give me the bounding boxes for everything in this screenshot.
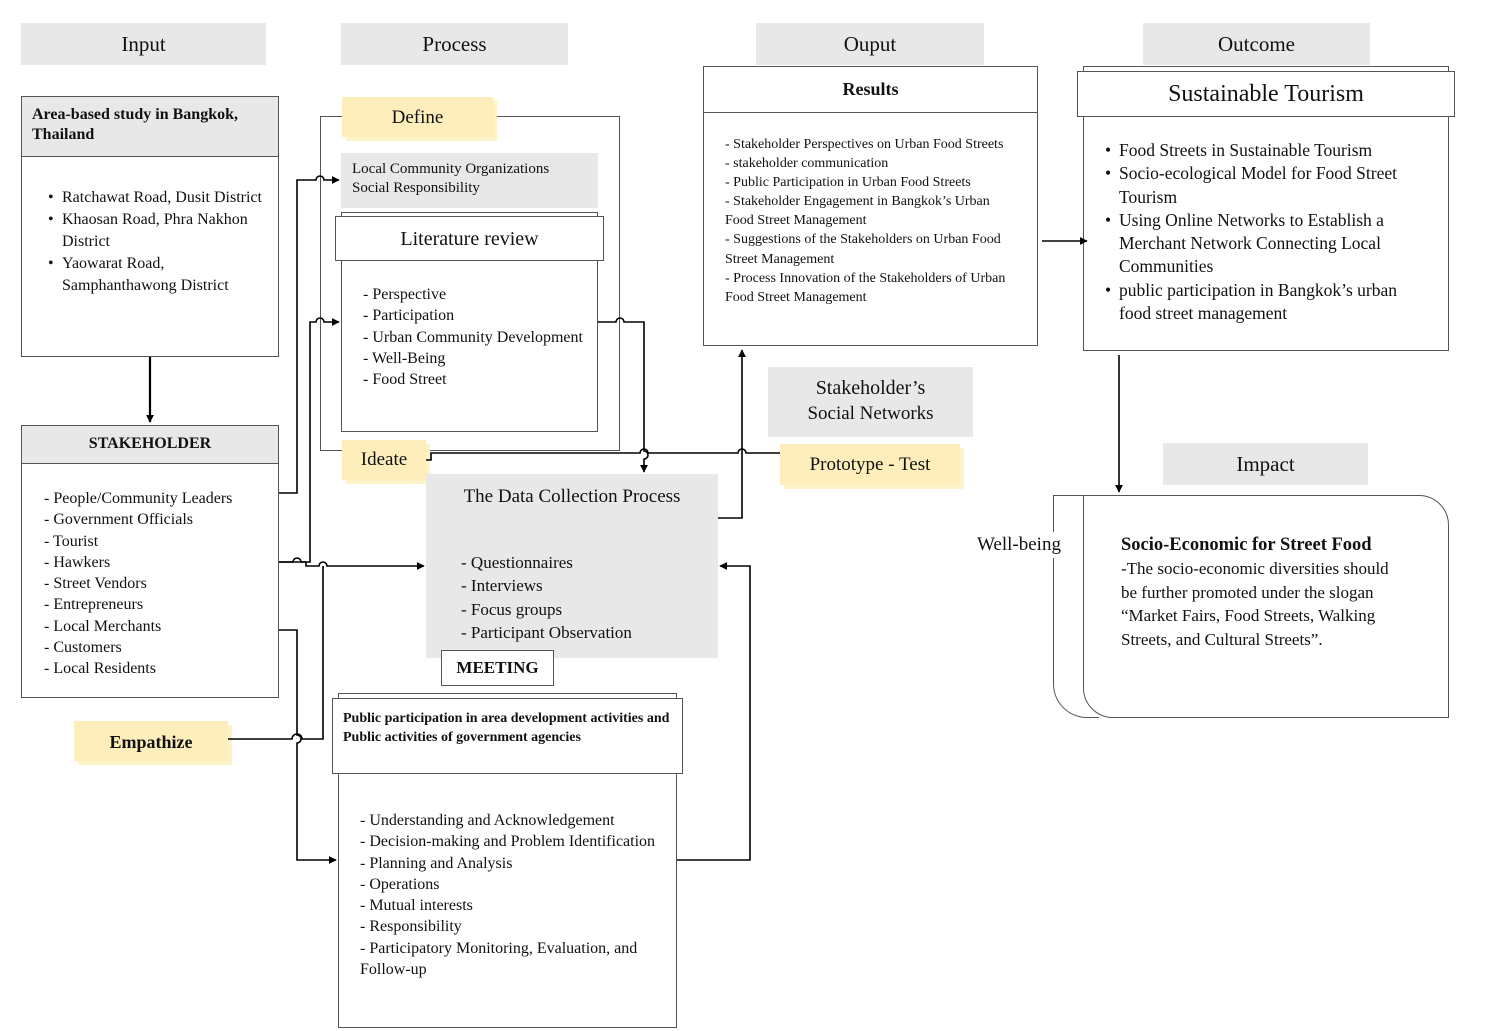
results-list: - Stakeholder Perspectives on Urban Food…	[704, 113, 1037, 307]
impact-title: Socio-Economic for Street Food	[1121, 535, 1372, 555]
area-item: Ratchawat Road, Dusit District	[48, 187, 266, 209]
meeting-item: - Planning and Analysis	[360, 854, 513, 872]
meeting-list: - Understanding and Acknowledgement - De…	[360, 810, 660, 980]
header-output: Ouput	[756, 23, 984, 65]
local-community-line: Local Community Organizations	[352, 161, 550, 177]
literature-title: Literature review	[335, 216, 604, 261]
stakeholder-item: - Local Residents	[44, 660, 156, 678]
data-collection-item: - Questionnaires	[461, 553, 573, 572]
header-impact: Impact	[1163, 443, 1368, 485]
local-community-line: Social Responsibility	[352, 180, 480, 196]
area-item: Yaowarat Road, Samphanthawong District	[48, 253, 266, 297]
stakeholder-item: - Street Vendors	[44, 575, 147, 593]
data-collection-box: The Data Collection Process - Questionna…	[426, 474, 718, 658]
stakeholder-item: - Government Officials	[44, 511, 193, 529]
results-item: - Process Innovation of the Stakeholders…	[725, 270, 1006, 305]
literature-item: - Participation	[363, 307, 455, 325]
sustainable-item: Food Streets in Sustainable Tourism	[1105, 139, 1430, 163]
empathize-label: Empathize	[74, 721, 228, 761]
literature-item: - Well-Being	[363, 349, 446, 367]
results-item: - Stakeholder Perspectives on Urban Food…	[725, 137, 1004, 152]
impact-text: -The socio-economic diversities should b…	[1121, 559, 1389, 649]
results-item: - stakeholder communication	[725, 156, 889, 172]
header-input: Input	[21, 23, 266, 65]
stakeholder-item: - People/Community Leaders	[44, 490, 233, 507]
connector-stakeholder-to-data-collection	[279, 561, 425, 570]
stakeholder-item: - Hawkers	[44, 553, 111, 571]
sustainable-list: Food Streets in Sustainable Tourism Soci…	[1105, 139, 1430, 325]
stakeholder-item: - Customers	[44, 639, 122, 657]
stakeholder-title: STAKEHOLDER	[22, 426, 278, 464]
meeting-title: Public participation in area development…	[332, 698, 683, 774]
results-item: - Stakeholder Engagement in Bangkok’s Ur…	[725, 194, 990, 229]
meeting-item: - Decision-making and Problem Identifica…	[360, 833, 656, 851]
data-collection-item: - Participant Observation	[461, 622, 632, 642]
social-networks-line: Social Networks	[807, 403, 934, 424]
social-networks-box: Stakeholder’s Social Networks	[768, 367, 973, 437]
literature-list: - Perspective - Participation - Urban Co…	[363, 284, 588, 390]
literature-item: - Food Street	[363, 371, 447, 389]
results-item: - Suggestions of the Stakeholders on Urb…	[725, 232, 1001, 267]
ideate-label: Ideate	[342, 440, 426, 480]
sustainable-item: public participation in Bangkok’s urban …	[1105, 279, 1430, 326]
local-community-box: Local Community Organizations Social Res…	[341, 153, 598, 208]
data-collection-list: - Questionnaires - Interviews - Focus gr…	[426, 509, 718, 644]
header-outcome: Outcome	[1143, 23, 1370, 65]
meeting-item: - Responsibility	[360, 918, 462, 936]
wellbeing-label: Well-being	[977, 532, 1077, 558]
data-collection-item: - Interviews	[461, 576, 543, 596]
area-study-title: Area-based study in Bangkok, Thailand	[22, 97, 278, 157]
meeting-item: - Participatory Monitoring, Evaluation, …	[360, 939, 638, 979]
area-item: Khaosan Road, Phra Nakhon District	[48, 209, 266, 253]
meeting-item: - Operations	[360, 875, 440, 893]
impact-box: Socio-Economic for Street Food -The soci…	[1083, 495, 1449, 718]
connector-data-to-results	[718, 349, 746, 519]
sustainable-item: Using Online Networks to Establish a Mer…	[1105, 209, 1430, 279]
meeting-label: MEETING	[441, 650, 554, 686]
results-item: - Public Participation in Urban Food Str…	[725, 175, 971, 191]
stakeholder-item: - Tourist	[44, 532, 99, 550]
define-label: Define	[342, 97, 493, 137]
header-process: Process	[341, 23, 568, 65]
connector-stakeholder-to-meeting	[279, 629, 337, 864]
stakeholder-item: - Entrepreneurs	[44, 596, 144, 614]
stakeholder-box: STAKEHOLDER - People/Community Leaders -…	[21, 425, 279, 698]
stakeholder-item: - Local Merchants	[44, 617, 162, 635]
prototype-test-label: Prototype - Test	[780, 444, 960, 485]
meeting-item: - Mutual interests	[360, 897, 473, 915]
sustainable-title: Sustainable Tourism	[1077, 71, 1455, 117]
area-study-box: Area-based study in Bangkok, Thailand Ra…	[21, 96, 279, 357]
data-collection-title: The Data Collection Process	[463, 486, 681, 507]
results-box: Results - Stakeholder Perspectives on Ur…	[703, 66, 1038, 346]
literature-item: - Perspective	[363, 286, 447, 303]
stakeholder-list: - People/Community Leaders - Government …	[22, 464, 278, 680]
meeting-item: - Understanding and Acknowledgement	[360, 812, 615, 829]
results-title: Results	[704, 67, 1037, 113]
area-list: Ratchawat Road, Dusit District Khaosan R…	[22, 157, 278, 297]
sustainable-item: Socio-ecological Model for Food Street T…	[1105, 162, 1430, 209]
social-networks-line: Stakeholder’s	[815, 377, 926, 399]
literature-item: - Urban Community Development	[363, 328, 583, 346]
data-collection-item: - Focus groups	[461, 599, 563, 619]
